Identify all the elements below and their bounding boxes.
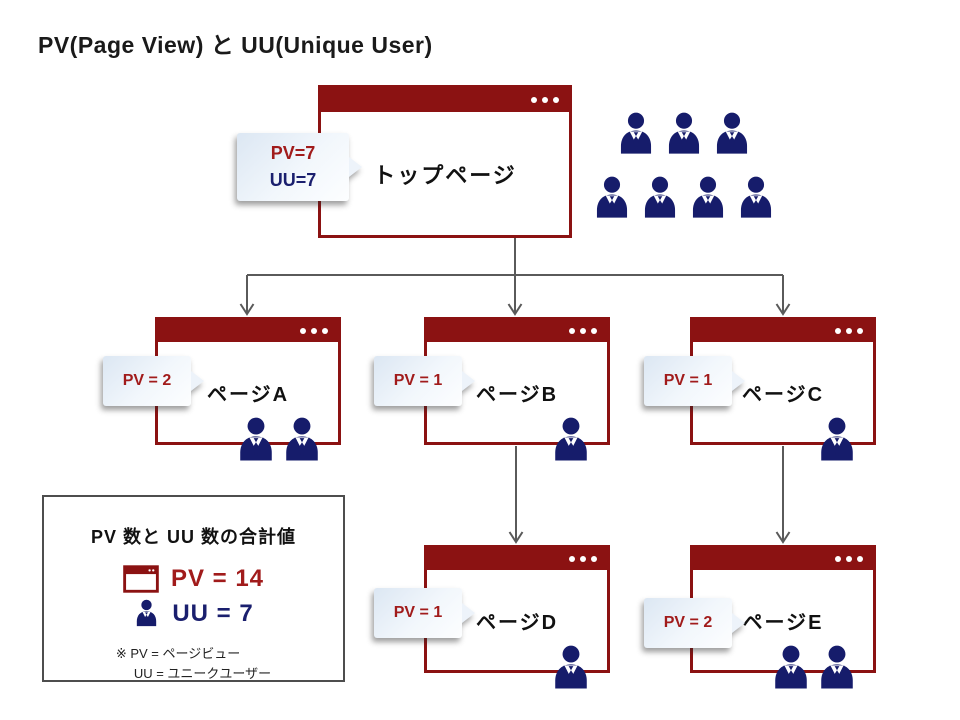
person-icon xyxy=(620,112,652,154)
window-label: ページD xyxy=(475,611,559,634)
legend-uu-row: UU = 7 xyxy=(44,599,343,628)
browser-window-icon xyxy=(123,565,159,593)
window-body: ページA xyxy=(158,342,338,442)
visitor-icons xyxy=(234,416,324,464)
window-titlebar xyxy=(427,320,607,342)
person-icon xyxy=(644,176,676,218)
callout-page-a: PV = 2 xyxy=(103,356,191,406)
legend-pv-row: PV = 14 xyxy=(44,565,343,593)
arrowhead-to-page-a xyxy=(239,303,255,316)
callout-page-c: PV = 1 xyxy=(644,356,732,406)
visitor-icons xyxy=(769,644,859,692)
footnote-line-1: ※ PV = ページビュー xyxy=(115,646,241,661)
legend-title: PV 数と UU 数の合計値 xyxy=(90,527,296,547)
person-icon xyxy=(821,645,853,689)
callout-page-b: PV = 1 xyxy=(374,356,462,406)
window-body: ページE xyxy=(693,570,873,670)
arrowhead-to-page-d xyxy=(508,531,524,544)
uu-total: UU = 7 xyxy=(172,599,254,627)
person-icon xyxy=(137,599,157,627)
window-top-page: トップページ xyxy=(318,85,572,238)
callout-page-d: PV = 1 xyxy=(374,588,462,638)
window-label: ページB xyxy=(475,383,559,406)
pv-total: PV = 14 xyxy=(170,565,265,592)
arrowhead-to-page-b xyxy=(507,303,523,316)
window-titlebar xyxy=(693,320,873,342)
window-label: トップページ xyxy=(373,162,517,188)
arrowhead-to-page-e xyxy=(775,531,791,544)
uu-value: UU=7 xyxy=(269,170,317,190)
window-body: ページC xyxy=(693,342,873,442)
window-body: トップページ xyxy=(321,112,569,235)
totals-legend-box: PV 数と UU 数の合計値 PV = 14 UU = 7 ※ PV = ページ… xyxy=(42,495,345,682)
window-dots-icon xyxy=(531,97,559,103)
visitor-icons xyxy=(549,644,593,692)
window-dots-icon xyxy=(569,556,597,562)
pv-value: PV = 1 xyxy=(393,372,443,389)
arrowhead-to-page-c xyxy=(775,303,791,316)
window-titlebar xyxy=(158,320,338,342)
visitor-crowd xyxy=(586,110,782,222)
page-title: PV(Page View) と UU(Unique User) xyxy=(38,32,433,58)
person-icon xyxy=(555,645,587,689)
pv-value: PV = 2 xyxy=(122,372,172,389)
window-dots-icon xyxy=(835,556,863,562)
person-icon xyxy=(821,417,853,461)
footnote-line-2: UU = ユニークユーザー xyxy=(133,666,272,682)
window-label: ページA xyxy=(206,383,290,406)
pv-value: PV = 1 xyxy=(393,604,443,621)
person-icon xyxy=(555,417,587,461)
window-label: ページC xyxy=(741,383,825,406)
pv-value: PV = 1 xyxy=(663,372,713,389)
window-titlebar xyxy=(693,548,873,570)
visitor-icons xyxy=(815,416,859,464)
person-icon xyxy=(716,112,748,154)
person-icon xyxy=(286,417,318,461)
pv-value: PV = 2 xyxy=(663,614,713,631)
window-dots-icon xyxy=(835,328,863,334)
window-page-e: ページE xyxy=(690,545,876,689)
window-dots-icon xyxy=(300,328,328,334)
window-titlebar xyxy=(321,88,569,112)
legend-footnote: ※ PV = ページビュー UU = ユニークユーザー xyxy=(116,644,271,684)
visitor-icons xyxy=(549,416,593,464)
person-icon xyxy=(240,417,272,461)
person-icon xyxy=(775,645,807,689)
window-body: ページB xyxy=(427,342,607,442)
window-titlebar xyxy=(427,548,607,570)
person-icon xyxy=(596,176,628,218)
person-icon xyxy=(740,176,772,218)
pv-value: PV=7 xyxy=(270,143,316,163)
person-icon xyxy=(692,176,724,218)
window-dots-icon xyxy=(569,328,597,334)
window-label: ページE xyxy=(742,611,824,634)
callout-top-page: PV=7 UU=7 xyxy=(237,133,349,201)
callout-page-e: PV = 2 xyxy=(644,598,732,648)
window-body: ページD xyxy=(427,570,607,670)
person-icon xyxy=(668,112,700,154)
